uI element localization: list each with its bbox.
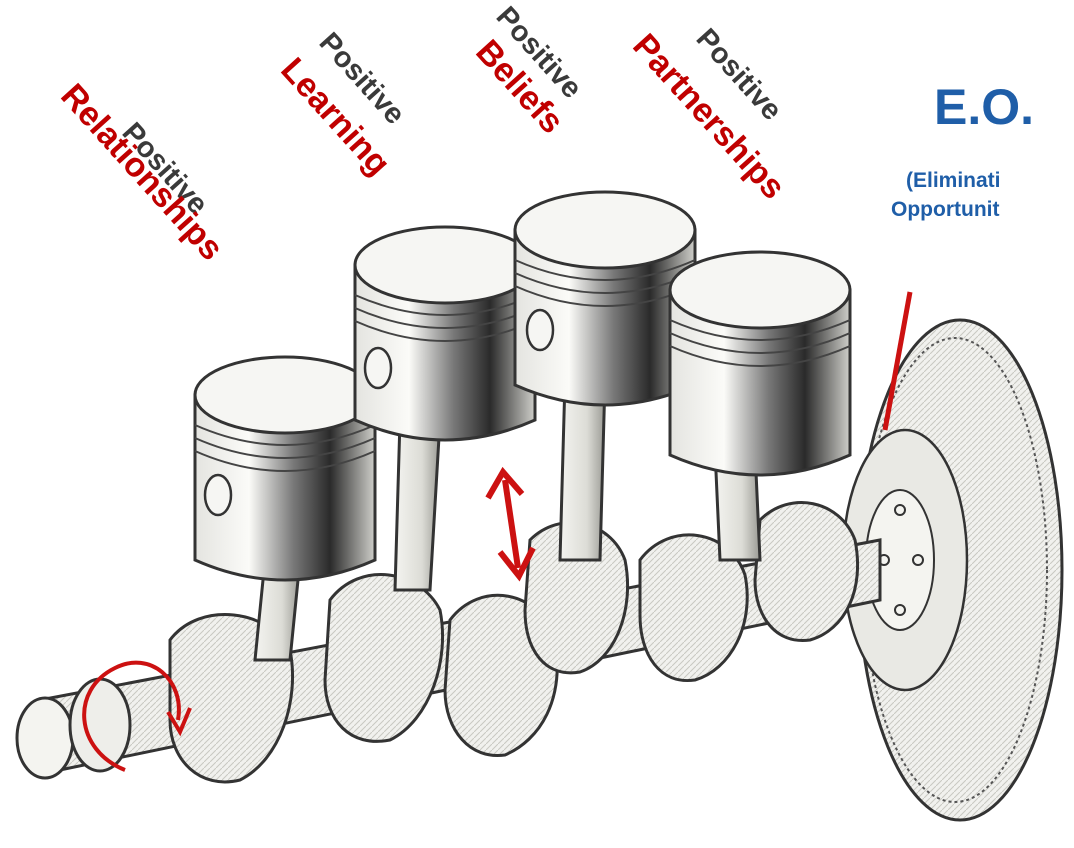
piston-1 xyxy=(195,357,375,580)
eo-subtitle-line-1: (Eliminati xyxy=(902,166,1001,195)
piston-2 xyxy=(355,227,535,440)
piston-4 xyxy=(670,252,850,475)
eo-title: E.O. xyxy=(934,78,1034,136)
eo-subtitle: (Eliminati Opportunit xyxy=(902,166,1001,224)
eo-subtitle-line-2: Opportunit xyxy=(890,195,1001,224)
piston-3 xyxy=(515,192,695,405)
double-arrow-icon xyxy=(488,472,533,576)
